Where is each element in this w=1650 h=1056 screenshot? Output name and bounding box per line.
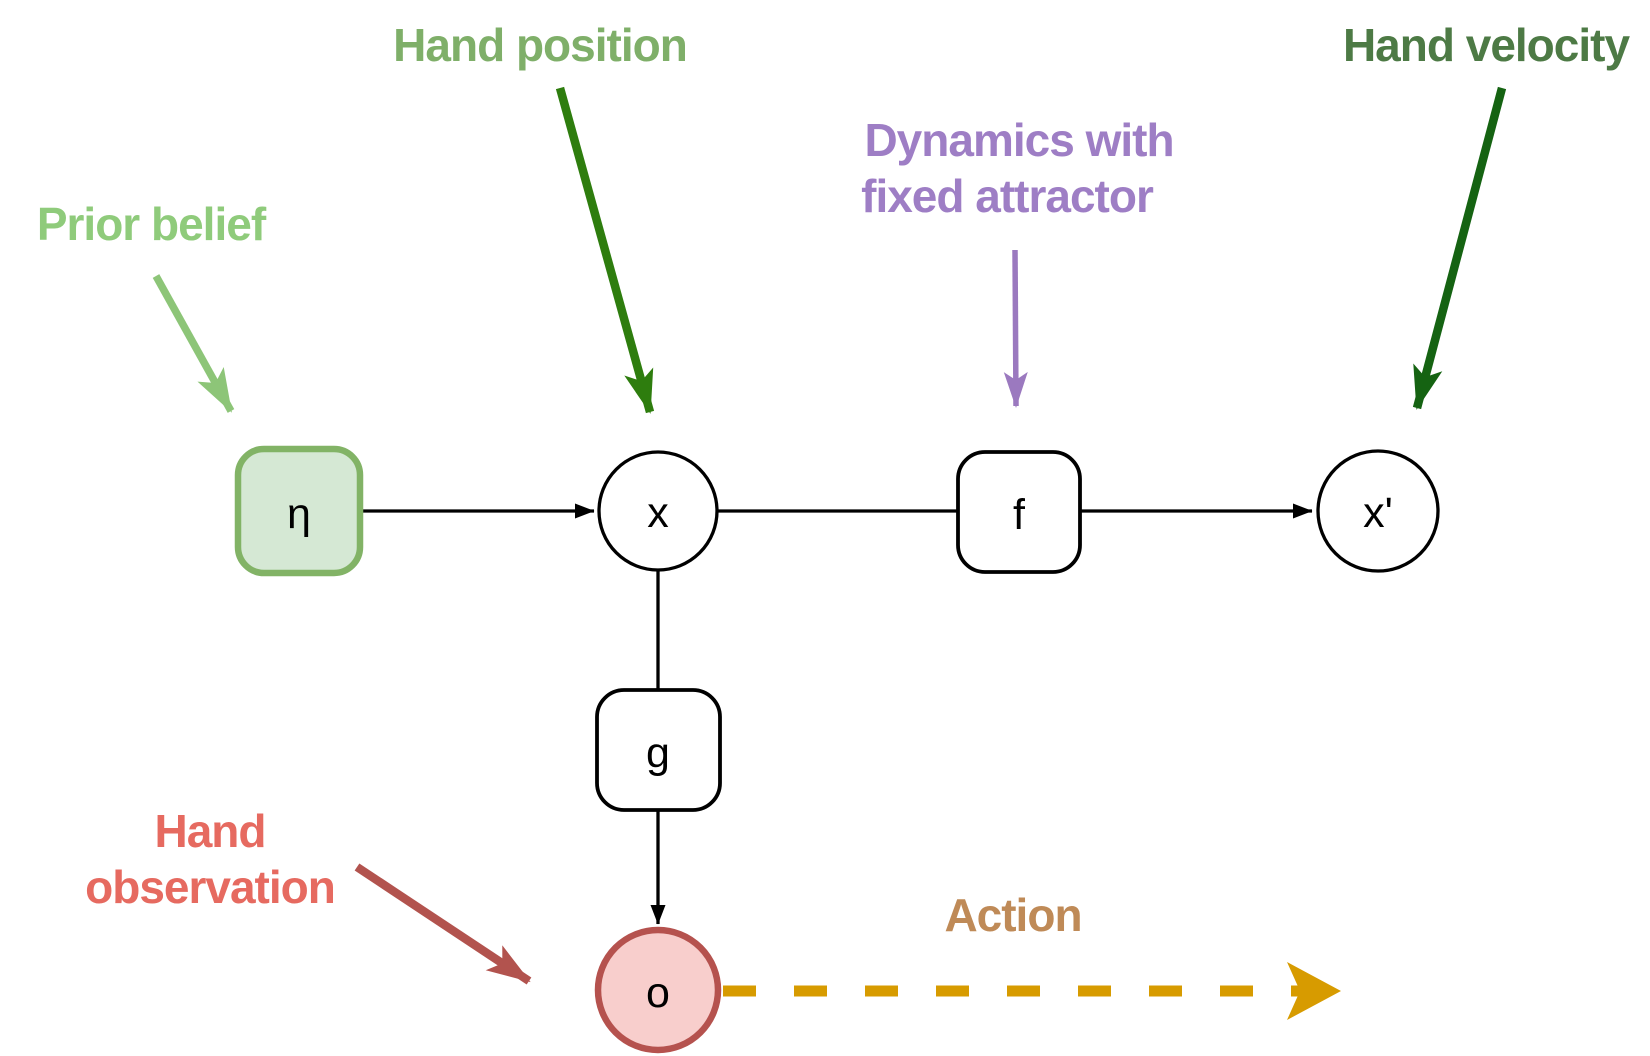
node-g <box>595 688 722 812</box>
node-g-label: g <box>646 729 670 777</box>
node-eta <box>234 445 364 577</box>
hand-velocity-label: Hand velocity <box>1343 19 1631 71</box>
node-o-label: o <box>646 969 670 1017</box>
dynamics-label-line1: Dynamics with <box>864 114 1173 166</box>
node-x <box>597 450 719 572</box>
dynamics-label-line2: fixed attractor <box>861 170 1154 222</box>
node-f-label: f <box>1013 491 1026 539</box>
action-label: Action <box>944 889 1081 941</box>
prior-belief-arrow <box>152 274 235 413</box>
node-f <box>956 450 1082 574</box>
hand-observation-label-line1: Hand <box>155 805 266 857</box>
node-x-prime-label: x' <box>1363 489 1393 537</box>
node-o <box>594 926 722 1054</box>
hand-position-label: Hand position <box>393 19 687 71</box>
hand-observation-arrow <box>354 863 532 985</box>
hand-position-arrow <box>555 86 655 414</box>
dynamics-arrow <box>1003 249 1028 408</box>
node-eta-label: η <box>287 490 311 538</box>
node-x-prime <box>1316 449 1440 573</box>
hand-velocity-arrow <box>1412 86 1507 410</box>
hand-observation-label-line2: observation <box>85 861 335 913</box>
prior-belief-label: Prior belief <box>37 198 267 250</box>
node-x-label: x <box>647 489 669 537</box>
